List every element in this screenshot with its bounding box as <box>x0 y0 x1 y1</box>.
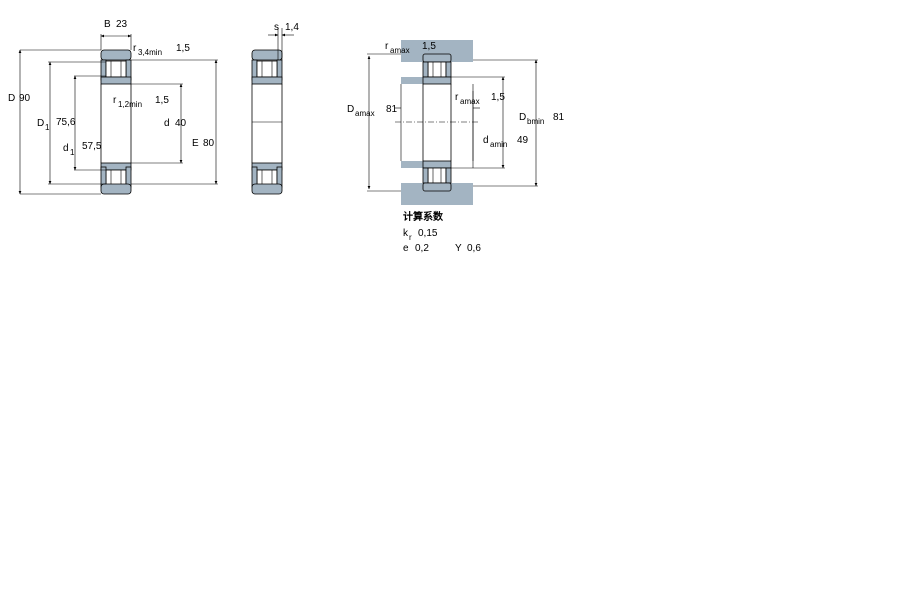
dim-B: B 23 <box>104 19 128 30</box>
dim-ra-top: r amax 1,5 <box>385 41 436 55</box>
svg-text:r: r <box>455 92 459 103</box>
svg-text:d: d <box>164 118 170 129</box>
dim-Db: D bmin 81 <box>519 112 565 126</box>
svg-text:0,6: 0,6 <box>467 243 481 254</box>
svg-text:amax: amax <box>355 109 375 118</box>
svg-text:1,2min: 1,2min <box>118 100 142 109</box>
svg-text:90: 90 <box>19 93 31 104</box>
svg-text:e: e <box>403 243 409 254</box>
svg-text:1,4: 1,4 <box>285 22 299 33</box>
svg-text:r: r <box>133 43 137 54</box>
dim-r34: r 3,4min 1,5 <box>133 43 190 57</box>
dim-E: E 80 <box>192 138 215 149</box>
calculation-factors: 计算系数 k r 0,15 e 0,2 Y 0,6 <box>403 210 481 254</box>
dim-s: s 1,4 <box>274 22 299 33</box>
svg-text:d: d <box>63 143 69 154</box>
svg-text:49: 49 <box>517 135 529 146</box>
housing-bottom <box>401 191 473 205</box>
dim-d: d 40 <box>164 118 187 129</box>
svg-text:k: k <box>403 228 409 239</box>
dim-da: d amin 49 <box>483 135 529 149</box>
roller-top <box>105 60 127 78</box>
svg-text:81: 81 <box>553 112 565 123</box>
svg-text:1: 1 <box>70 148 75 157</box>
svg-text:57,5: 57,5 <box>82 141 102 152</box>
svg-text:d: d <box>483 135 489 146</box>
bearing-section-left <box>100 49 132 195</box>
svg-text:D: D <box>519 112 526 123</box>
dim-d1: d 1 57,5 <box>63 141 102 157</box>
svg-text:s: s <box>274 22 279 33</box>
svg-text:80: 80 <box>203 138 215 149</box>
svg-text:1,5: 1,5 <box>155 95 169 106</box>
inner-ring-top <box>100 76 132 85</box>
cross-section-drawing: B 23 r 3,4min 1,5 r 1,2min 1,5 D 90 D 1 … <box>8 19 218 195</box>
svg-text:1,5: 1,5 <box>422 41 436 52</box>
mounting-drawing: r amax 1,5 r amax 1,5 D amax 81 D bmin 8… <box>347 40 565 205</box>
dim-ra-mid: r amax 1,5 <box>455 92 505 106</box>
svg-text:amax: amax <box>460 97 480 106</box>
svg-text:40: 40 <box>175 118 187 129</box>
svg-text:r: r <box>385 41 389 52</box>
svg-text:B: B <box>104 19 111 30</box>
dim-Da: D amax 81 <box>347 104 398 118</box>
factors-title: 计算系数 <box>403 210 444 223</box>
svg-text:1: 1 <box>45 123 50 132</box>
svg-text:D: D <box>347 104 354 115</box>
svg-text:0,2: 0,2 <box>415 243 429 254</box>
svg-text:D: D <box>8 93 15 104</box>
svg-text:amax: amax <box>390 46 410 55</box>
svg-text:3,4min: 3,4min <box>138 48 162 57</box>
factor-e: e 0,2 <box>403 243 429 254</box>
factor-kr: k r 0,15 <box>403 228 438 242</box>
dim-D1: D 1 75,6 <box>37 117 76 132</box>
svg-text:81: 81 <box>386 104 398 115</box>
outer-ring-bottom <box>100 183 132 195</box>
outer-ring-top <box>100 49 132 61</box>
svg-text:E: E <box>192 138 199 149</box>
housing-top <box>401 40 473 54</box>
factor-Y: Y 0,6 <box>455 243 481 254</box>
svg-text:r: r <box>409 233 412 242</box>
svg-text:1,5: 1,5 <box>491 92 505 103</box>
svg-text:D: D <box>37 118 44 129</box>
svg-text:bmin: bmin <box>527 117 544 126</box>
svg-text:23: 23 <box>116 19 128 30</box>
svg-text:0,15: 0,15 <box>418 228 438 239</box>
svg-text:1,5: 1,5 <box>176 43 190 54</box>
dim-D: D 90 <box>8 93 31 104</box>
svg-text:Y: Y <box>455 243 462 254</box>
dim-r12: r 1,2min 1,5 <box>113 95 169 109</box>
svg-text:amin: amin <box>490 140 507 149</box>
svg-text:r: r <box>113 95 117 106</box>
side-view-drawing: s 1,4 <box>251 22 299 195</box>
svg-text:75,6: 75,6 <box>56 117 76 128</box>
